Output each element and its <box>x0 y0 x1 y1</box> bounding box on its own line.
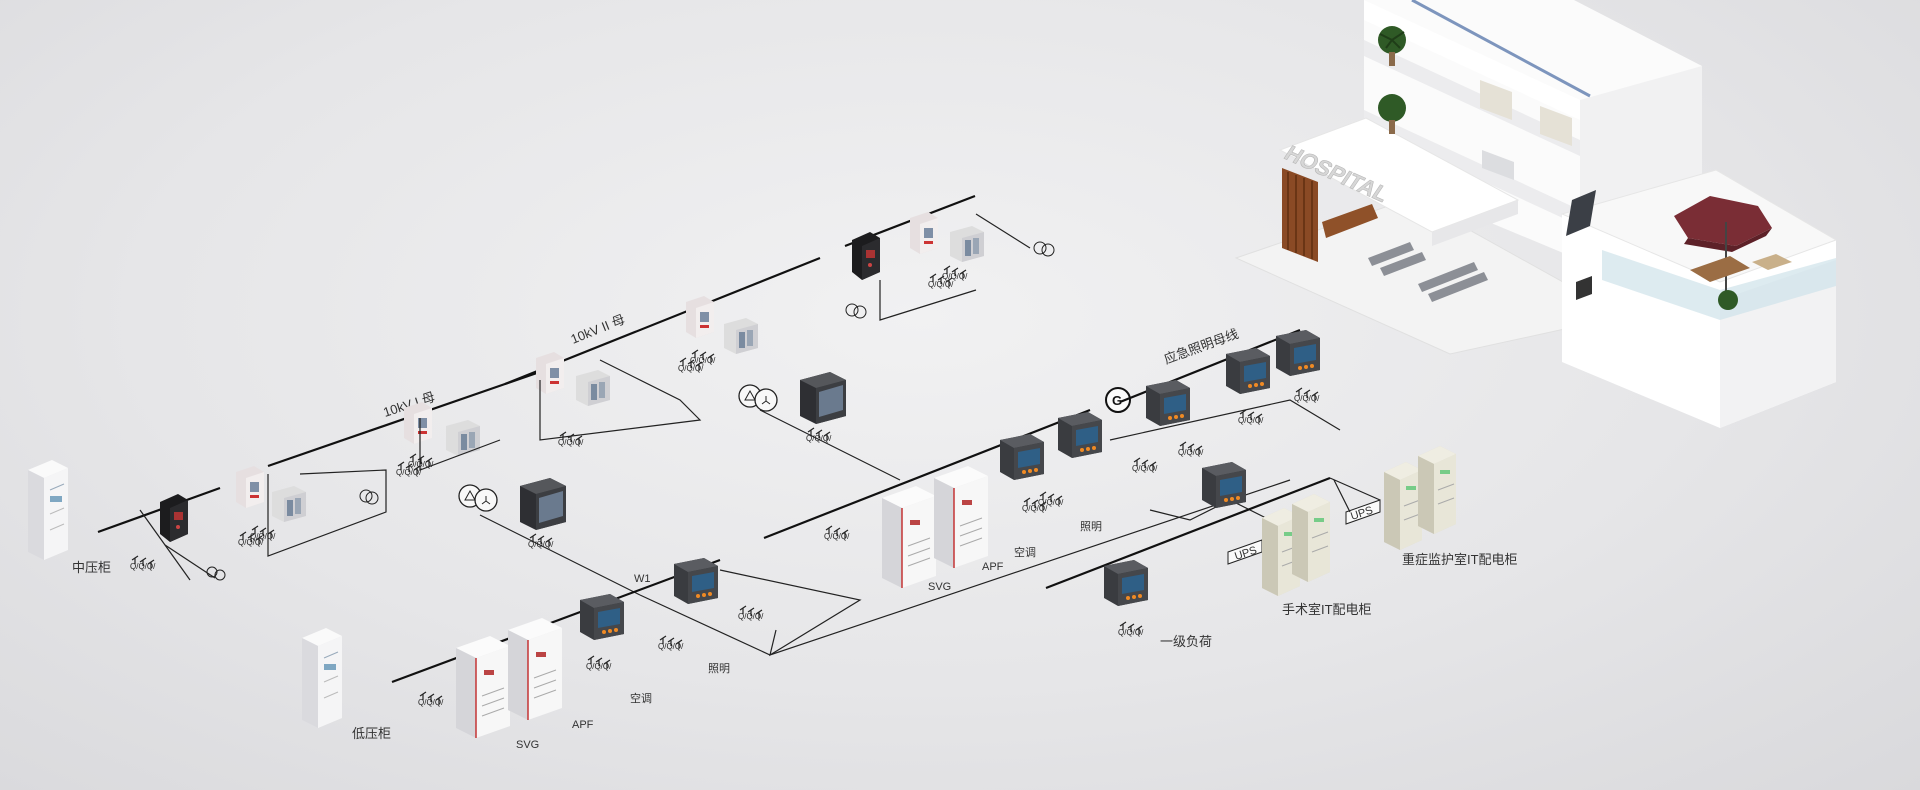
ups-box-1: UPS <box>1227 539 1263 565</box>
apf-right-label: APF <box>982 561 1004 573</box>
or-it-cabinet-label: 手术室IT配电柜 <box>1282 602 1372 617</box>
meter-screen-icon[interactable] <box>520 478 566 530</box>
ct-icon <box>206 566 226 581</box>
meter-icon[interactable] <box>674 558 718 604</box>
mv-cabinet-icon[interactable] <box>27 459 69 561</box>
relay-icon[interactable] <box>686 296 714 338</box>
transformer-icon <box>458 484 498 512</box>
svg-cabinet-icon[interactable] <box>455 635 511 739</box>
relay-black-icon[interactable] <box>160 494 188 542</box>
lv-bus-2 <box>763 408 1091 540</box>
relay-icon[interactable] <box>236 466 264 508</box>
relay-icon[interactable] <box>404 402 432 444</box>
svg-text:G: G <box>1112 393 1122 408</box>
meter-icon[interactable] <box>1202 462 1246 508</box>
mini-meter-icon[interactable] <box>446 420 480 456</box>
lv-section: 低压柜 SVG APF 空调 照明 SVG APF 空调 照明 G <box>301 326 1518 751</box>
lighting-right-label: 照明 <box>1080 520 1102 533</box>
bus-10kv-2-label: 10kV II 母 <box>569 311 628 346</box>
svg-text:UPS: UPS <box>1349 504 1374 522</box>
ac-right-label: 空调 <box>1014 545 1036 559</box>
meter-icon[interactable] <box>1226 348 1270 394</box>
hospital-building-icon: HOSPITAL <box>1234 0 1838 428</box>
meter-icon[interactable] <box>1146 380 1190 426</box>
relay-icon[interactable] <box>910 212 938 254</box>
mini-meter-icon[interactable] <box>950 226 984 262</box>
meter-screen-icon[interactable] <box>800 372 846 424</box>
relay-black-icon[interactable] <box>852 232 880 280</box>
lv-cabinet-icon[interactable] <box>301 627 343 729</box>
mini-meter-icon[interactable] <box>576 370 610 406</box>
generator-icon: G <box>1105 387 1131 413</box>
meter-icon[interactable] <box>1276 330 1320 376</box>
meter-icon[interactable] <box>1104 560 1148 606</box>
w1-label: W1 <box>634 573 651 585</box>
ups-box-2: UPS <box>1345 499 1381 525</box>
apf-cabinet-icon[interactable] <box>933 465 989 569</box>
icu-it-cabinet-icon[interactable] <box>1383 461 1423 551</box>
icu-it-cabinet-label: 重症监护室IT配电柜 <box>1402 552 1518 567</box>
class1-load-label: 一级负荷 <box>1160 634 1212 649</box>
mini-meter-icon[interactable] <box>272 486 306 522</box>
mv-cabinet-label: 中压柜 <box>72 560 111 575</box>
mv-bus-line <box>97 486 221 534</box>
or-it-cabinet-icon[interactable] <box>1291 493 1331 583</box>
svg-cabinet-icon[interactable] <box>881 485 937 589</box>
mini-meter-icon[interactable] <box>724 318 758 354</box>
icu-it-cabinet-icon[interactable] <box>1417 445 1457 535</box>
lighting-left-label: 照明 <box>708 662 730 675</box>
meter-icon[interactable] <box>1058 412 1102 458</box>
svg-text:UPS: UPS <box>1233 544 1258 562</box>
transformer-icon <box>738 384 778 412</box>
meter-icon[interactable] <box>580 594 624 640</box>
ac-left-label: 空调 <box>630 691 652 705</box>
apf-cabinet-icon[interactable] <box>507 617 563 721</box>
class1-bus <box>1045 476 1331 590</box>
lv-bus <box>391 558 721 684</box>
svg-right-label: SVG <box>928 581 951 593</box>
svg-left-label: SVG <box>516 739 539 751</box>
meter-icon[interactable] <box>1000 434 1044 480</box>
apf-left-label: APF <box>572 719 594 731</box>
plant-icon <box>1378 26 1406 134</box>
lv-cabinet-label: 低压柜 <box>352 726 391 741</box>
